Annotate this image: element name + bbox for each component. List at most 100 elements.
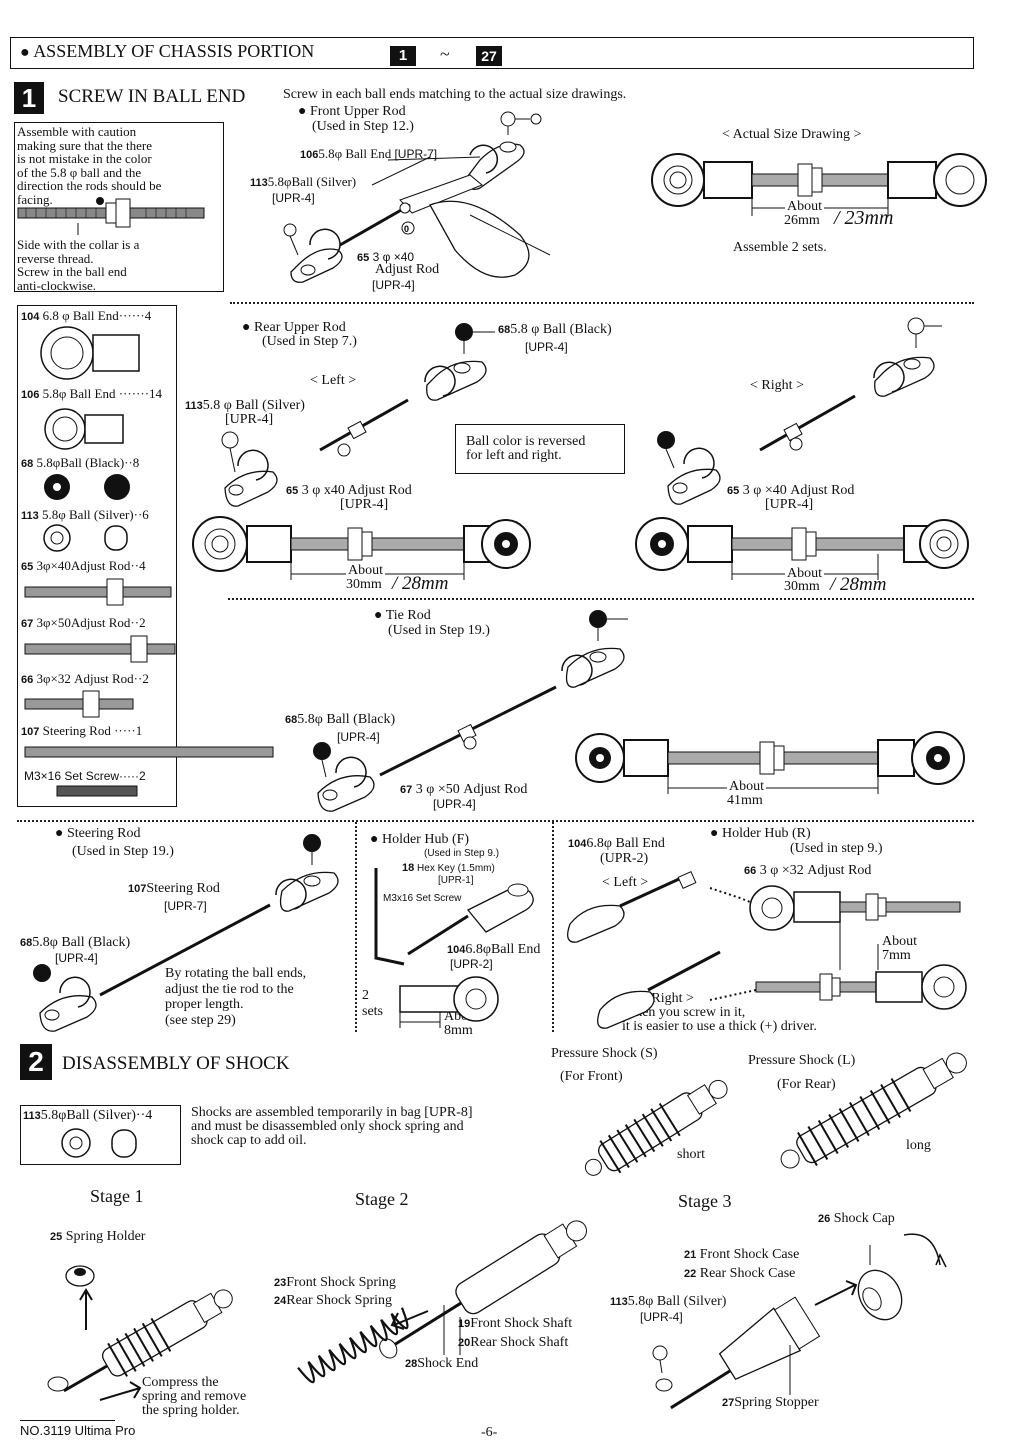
holder-f-drawing [374,868,534,1028]
front-spring-text: Front Shock Spring [286,1275,396,1290]
front-upper-rod-label: 3 φ ×40 [372,250,415,264]
holder-r-title-text: Holder Hub (R) [721,826,811,841]
tie-rod-title: ● Tie Rod [374,608,431,623]
part-number-badge: 67 [21,618,34,630]
holder-r-note-line: it is easier to use a thick (+) driver. [622,1019,817,1034]
front-upper-actual-drawing [651,153,987,216]
front-upper-ball-silver-label: 5.8φBall (Silver) [267,174,357,189]
rear-upper-ball-black: 685.8 φ Ball (Black) [498,322,612,338]
stage-1-label: Stage 1 [90,1186,144,1206]
front-shaft-label: 19Front Shock Shaft [458,1316,572,1332]
tie-rod-ball-label: 5.8φ Ball (Black) [297,712,396,727]
part-number-badge: 22 [684,1268,697,1280]
part-number-badge: 26 [818,1213,831,1225]
front-upper-actual-label: < Actual Size Drawing > [722,127,862,142]
rear-upper-rod-bag: [UPR-4] [340,497,389,512]
compress-note: Compress the spring and remove the sprin… [142,1376,246,1418]
steering-note-line: adjust the tie rod to the [165,981,294,997]
holder-f-sets-count: 2 [362,988,369,1003]
part-number-badge: 65 [21,561,34,573]
front-upper-ball-silver: 1135.8φBall (Silver) [250,174,356,190]
part-number-badge: 107 [21,726,40,738]
stage-3-drawing [652,1233,947,1410]
steering-exploded [33,834,339,1032]
stage-3-label: Stage 3 [678,1191,732,1211]
part-number-badge: 18 [402,862,415,874]
tie-rod-dim: 41mm [727,793,763,808]
part-label: 5.8φBall (Black)··8 [36,455,140,470]
holder-r-ballend-bag: (UPR-2) [600,851,649,866]
part-number-badge: 113 [23,1110,41,1122]
tie-rod-rod-label: 3 φ ×50 Adjust Rod [415,782,528,797]
part-item: 66 3φ×32 Adjust Rod··2 [21,671,149,687]
section2-part-drawing [61,1128,137,1158]
part-number-badge: 20 [458,1337,471,1349]
part-number-badge: 113 [21,510,39,522]
front-spring-label: 23Front Shock Spring [274,1275,396,1291]
front-upper-sets: Assemble 2 sets. [733,240,827,255]
caution-line: is not mistake in the color [17,151,152,167]
holder-f-ballend: 1046.8φBall End [447,942,540,958]
part-label: 3φ×50Adjust Rod··2 [36,615,146,630]
section2-note-line: Shocks are assembled temporarily in bag … [191,1105,473,1120]
compress-line: the spring holder. [142,1403,240,1418]
stage3-ball-text: 5.8φ Ball (Silver) [627,1294,727,1309]
svg-text:0: 0 [404,224,409,234]
tie-rod-used: (Used in Step 19.) [388,623,490,638]
holder-r-rod: 66 3 φ ×32 Adjust Rod [744,863,871,879]
part-number-badge: 106 [300,149,319,161]
part-number-badge: 21 [684,1249,697,1261]
tie-rod-exploded [313,610,628,812]
caution-rod-drawing [17,197,205,235]
tie-rod-title-text: Tie Rod [385,608,431,623]
rear-upper-about-r: About [785,566,824,582]
rear-upper-rod-bag-r: [UPR-4] [765,497,814,512]
rear-upper-about-l: About [346,563,385,579]
rear-upper-note: Ball color is reversed for left and righ… [466,435,585,463]
compress-line: spring and remove [142,1389,247,1404]
section2-part: 1135.8φBall (Silver)··4 [23,1108,152,1124]
steering-used: (Used in Step 19.) [72,844,174,859]
front-upper-dim: 26mm [784,213,820,228]
holder-f-title-text: Holder Hub (F) [381,832,470,847]
holder-f-screw: M3x16 Set Screw [383,893,462,904]
part-number-badge: 68 [21,458,34,470]
section2-note-line: and must be disassembled only shock spri… [191,1119,464,1134]
rear-upper-hand-l: / 28mm [392,573,449,594]
holder-r-drawing [567,871,967,1029]
part-number-badge: 113 [185,400,203,412]
part-item: 106 5.8φ Ball End ·······14 [21,386,162,402]
part-item: 113 5.8φ Ball (Silver)··6 [21,507,149,523]
stage3-ball-label: 1135.8φ Ball (Silver) [610,1294,726,1310]
front-case-text: Front Shock Case [699,1247,800,1262]
steering-note-line: (see step 29) [165,1012,236,1028]
collar-note-line: anti-clockwise. [17,277,97,293]
rear-upper-rod: 65 3 φ x40 Adjust Rod [286,483,412,499]
rear-spring-label: 24Rear Shock Spring [274,1293,392,1309]
footer-model: NO.3119 Ultima Pro [20,1423,136,1438]
spring-holder-label: 25 Spring Holder [50,1229,145,1245]
footer-page: -6- [481,1425,498,1440]
front-case-label: 21 Front Shock Case [684,1247,799,1263]
holder-r-note-line: When you screw in it, [622,1005,746,1020]
rear-case-label: 22 Rear Shock Case [684,1266,795,1282]
divider-vertical [552,822,554,1032]
part-label: 5.8φ Ball (Silver)··6 [42,507,149,522]
holder-f-sets-label: sets [362,1004,383,1019]
steering-title-text: Steering Rod [66,826,141,841]
front-upper-rod-bag: [UPR-4] [372,278,415,292]
holder-r-about: About [882,934,917,949]
front-upper-title: ● Front Upper Rod [298,104,406,119]
rear-upper-ball-silver-bag: [UPR-4] [225,412,274,427]
caution-line: of the 5.8 φ ball and the [17,164,142,180]
front-upper-ball-bag: [UPR-4] [272,191,315,205]
front-upper-exploded-drawing: 0 [283,111,551,283]
collar-note: Side with the collar is a reverse thread… [17,238,139,292]
section2-number: 2 [20,1044,52,1080]
part-number-badge: 28 [405,1358,418,1370]
rear-upper-ball-black-label: 5.8 φ Ball (Black) [510,322,612,337]
spring-stopper-label: 27Spring Stopper [722,1395,819,1411]
rear-upper-right-exploded [657,317,942,505]
front-upper-about: About [785,199,824,215]
